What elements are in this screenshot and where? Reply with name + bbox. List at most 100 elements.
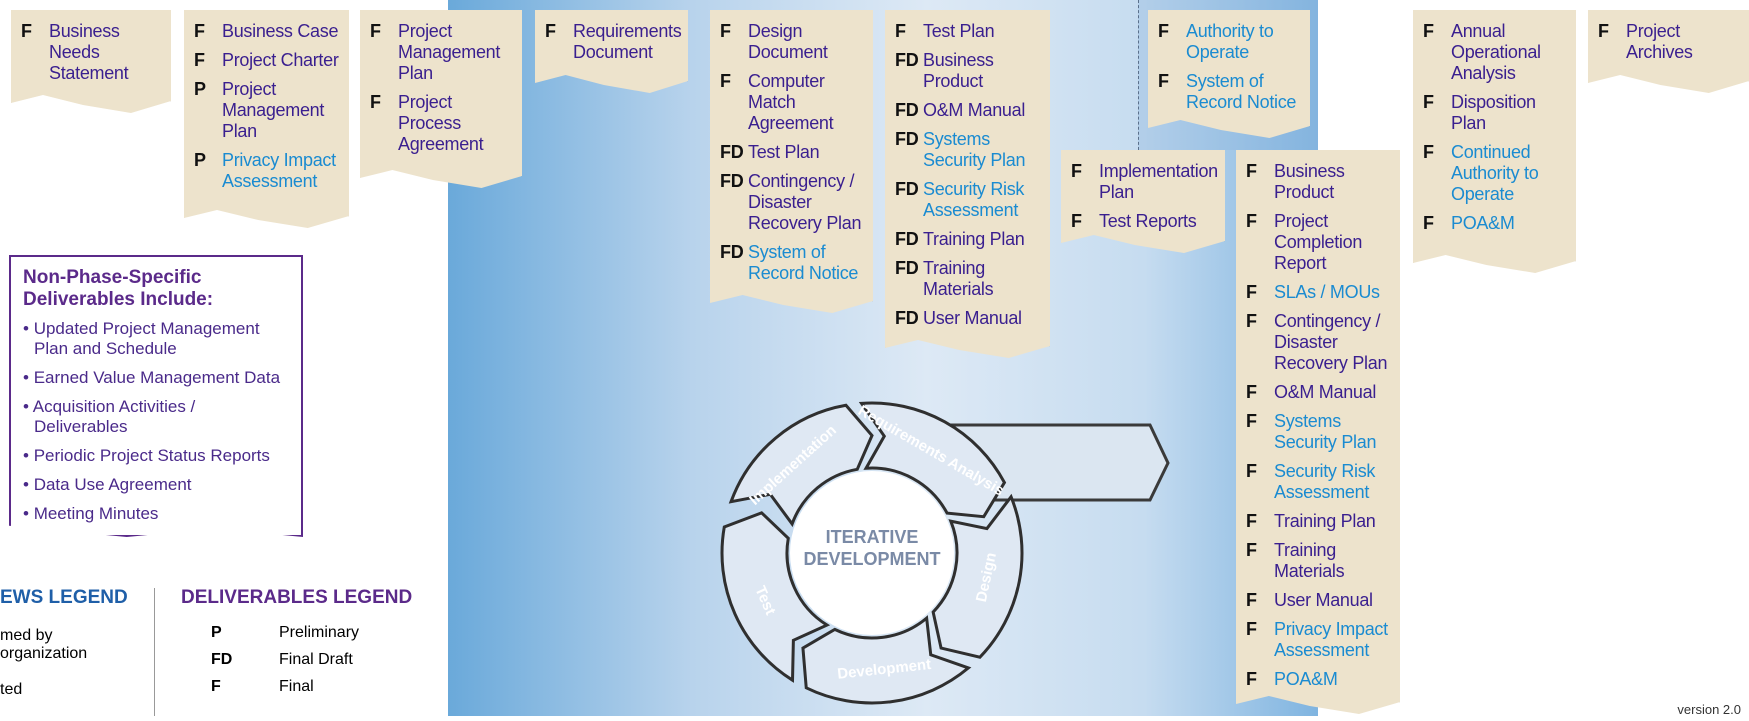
deliverable-code: P xyxy=(194,150,206,170)
legend-label: Final xyxy=(279,678,314,695)
deliverable-code: FD xyxy=(895,100,919,120)
deliverable-name: Test Plan xyxy=(748,142,820,162)
deliverable-name: Project Management Plan xyxy=(398,21,501,83)
deliverable-name: Training Plan xyxy=(923,229,1025,249)
deliverable-name: System of Record Notice xyxy=(748,242,859,283)
deliverable-name: Business Product xyxy=(923,50,994,91)
deliverable-name: Business Case xyxy=(222,21,339,41)
deliverable-code: F xyxy=(545,21,556,41)
deliverable-item: F Project Charter xyxy=(194,50,341,71)
deliverable-code: F xyxy=(1246,282,1257,302)
non-phase-item: • Data Use Agreement xyxy=(23,475,192,494)
reviews-legend-title: EWS LEGEND xyxy=(0,587,128,608)
deliverable-name: Project Charter xyxy=(222,50,339,70)
deliverable-name: Systems Security Plan xyxy=(1274,411,1377,452)
deliverable-item: F Project Completion Report xyxy=(1246,211,1392,274)
deliverable-code: F xyxy=(720,71,731,91)
cycle-segment xyxy=(858,401,1007,519)
deliverable-name: Training Plan xyxy=(1274,511,1376,531)
legend-label: Final Draft xyxy=(279,651,353,668)
cycle-center xyxy=(790,471,954,635)
deliverable-name: Systems Security Plan xyxy=(923,129,1026,170)
deliverable-name: SLAs / MOUs xyxy=(1274,282,1380,302)
non-phase-list: • Updated Project Management Plan and Sc… xyxy=(23,319,289,524)
deliverable-code: F xyxy=(1071,211,1082,231)
deliverable-name: Project Completion Report xyxy=(1274,211,1363,273)
deliverable-code: F xyxy=(1598,21,1609,41)
deliverable-name: Contingency / Disaster Recovery Plan xyxy=(748,171,862,233)
non-phase-deliverables-box: Non-Phase-Specific Deliverables Include:… xyxy=(9,255,303,537)
deliverable-code: F xyxy=(1158,71,1169,91)
deliverable-code: FD xyxy=(895,129,919,149)
deliverable-code: F xyxy=(895,21,906,41)
deliverable-name: User Manual xyxy=(1274,590,1373,610)
deliverable-name: Disposition Plan xyxy=(1451,92,1536,133)
deliverable-item: F Design Document xyxy=(720,21,865,63)
deliverable-name: Project Process Agreement xyxy=(398,92,484,154)
deliverable-code: F xyxy=(1423,142,1434,162)
deliverables-legend-title: DELIVERABLES LEGEND xyxy=(181,587,413,608)
deliverable-code: FD xyxy=(895,50,919,70)
deliverable-name: Contingency / Disaster Recovery Plan xyxy=(1274,311,1388,373)
deliverable-name: Design Document xyxy=(748,21,828,62)
deliverable-name: Privacy Impact Assessment xyxy=(1274,619,1388,660)
deliverable-name: Training Materials xyxy=(923,258,994,299)
deliverable-code: F xyxy=(1246,461,1257,481)
legend-divider xyxy=(154,588,155,716)
deliverable-code: F xyxy=(1246,311,1257,331)
deliverable-item: F SLAs / MOUs xyxy=(1246,282,1392,303)
reviews-legend: EWS LEGEND med by organization ted xyxy=(0,587,150,699)
deliverable-code: F xyxy=(720,21,731,41)
deliverable-name: Security Risk Assessment xyxy=(923,179,1025,220)
deliverable-code: F xyxy=(370,92,381,112)
reviews-legend-line: med by xyxy=(0,627,53,644)
deliverable-name: User Manual xyxy=(923,308,1022,328)
deliverable-name: Implementation Plan xyxy=(1099,161,1218,202)
deliverable-name: Authority to Operate xyxy=(1186,21,1274,62)
deliverable-code: F xyxy=(1246,540,1257,560)
non-phase-item: • Periodic Project Status Reports xyxy=(23,446,270,465)
deliverable-code: F xyxy=(1423,213,1434,233)
deliverable-name: O&M Manual xyxy=(1274,382,1377,402)
deliverable-code: F xyxy=(194,50,205,70)
deliverable-name: O&M Manual xyxy=(923,100,1026,120)
deliverable-code: F xyxy=(1246,161,1257,181)
deliverable-code: F xyxy=(1423,21,1434,41)
cycle-segment xyxy=(931,493,1024,659)
deliverable-code: F xyxy=(1246,211,1257,231)
legend-code: F xyxy=(211,678,221,695)
